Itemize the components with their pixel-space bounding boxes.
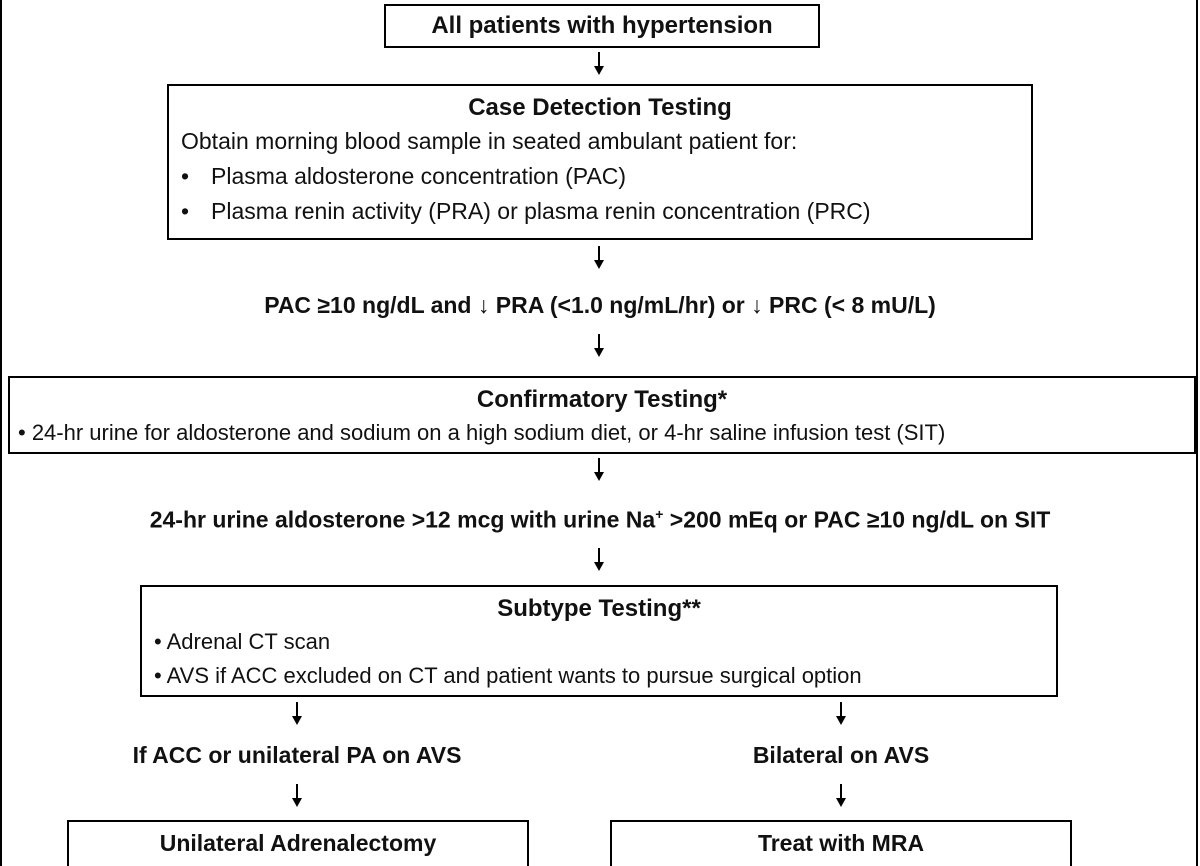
- branch-right-condition: Bilateral on AVS: [752, 742, 930, 768]
- case-detection-box: Case Detection Testing Obtain morning bl…: [167, 84, 1033, 240]
- case-detection-intro: Obtain morning blood sample in seated am…: [181, 128, 798, 154]
- criterion-1: PAC ≥10 ng/dL and ↓ PRA (<1.0 ng/mL/hr) …: [264, 292, 936, 318]
- outcome-left-label: Unilateral Adrenalectomy: [159, 830, 437, 856]
- start-box-label: All patients with hypertension: [431, 12, 773, 39]
- arrow-down-icon: [592, 548, 606, 572]
- arrow-down-icon: [290, 702, 304, 726]
- outcome-right-box: Treat with MRA: [610, 820, 1072, 866]
- arrow-down-icon: [592, 246, 606, 270]
- outcome-right-label: Treat with MRA: [757, 830, 925, 856]
- arrow-down-icon: [834, 702, 848, 726]
- case-detection-bullet-1: •Plasma aldosterone concentration (PAC): [181, 163, 627, 189]
- case-detection-title: Case Detection Testing: [468, 94, 732, 121]
- start-box: All patients with hypertension: [384, 4, 820, 48]
- confirmatory-bullet: • 24-hr urine for aldosterone and sodium…: [18, 420, 946, 445]
- arrow-down-icon: [834, 784, 848, 808]
- subtype-box: Subtype Testing** • Adrenal CT scan • AV…: [140, 585, 1058, 697]
- criterion-2: 24-hr urine aldosterone >12 mcg with uri…: [149, 506, 1051, 533]
- arrow-down-icon: [592, 458, 606, 482]
- confirmatory-box: Confirmatory Testing* • 24-hr urine for …: [8, 376, 1196, 454]
- confirmatory-title: Confirmatory Testing*: [476, 386, 728, 413]
- branch-left-condition: If ACC or unilateral PA on AVS: [132, 742, 462, 768]
- bullet-icon: •: [181, 163, 190, 189]
- outcome-left-box: Unilateral Adrenalectomy: [67, 820, 529, 866]
- subtype-title: Subtype Testing**: [497, 595, 701, 622]
- arrow-down-icon: [592, 334, 606, 358]
- arrow-down-icon: [592, 52, 606, 76]
- bullet-icon: •: [181, 198, 190, 224]
- subtype-bullet-2: • AVS if ACC excluded on CT and patient …: [154, 663, 862, 688]
- subtype-bullet-1: • Adrenal CT scan: [154, 629, 331, 654]
- case-detection-bullet-2: •Plasma renin activity (PRA) or plasma r…: [181, 198, 871, 224]
- arrow-down-icon: [290, 784, 304, 808]
